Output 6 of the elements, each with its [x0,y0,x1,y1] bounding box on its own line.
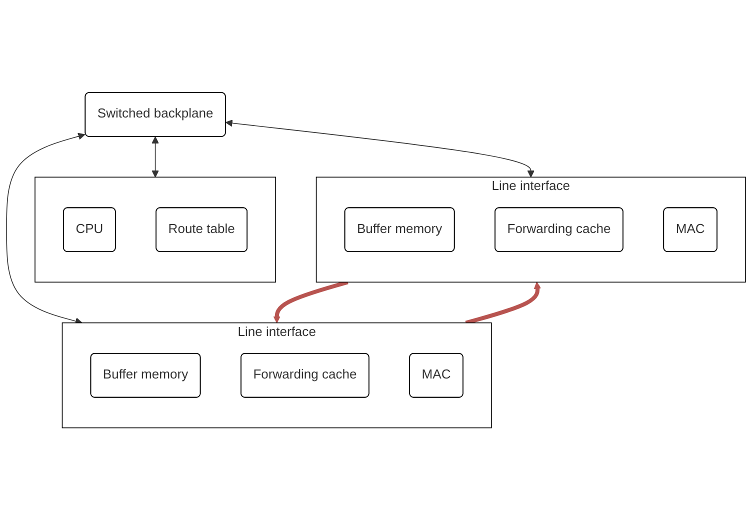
arrow [225,119,534,178]
arrow [273,280,348,323]
arrow [465,282,542,325]
cluster [34,176,276,282]
arrow [152,136,159,178]
arrow [6,132,86,324]
